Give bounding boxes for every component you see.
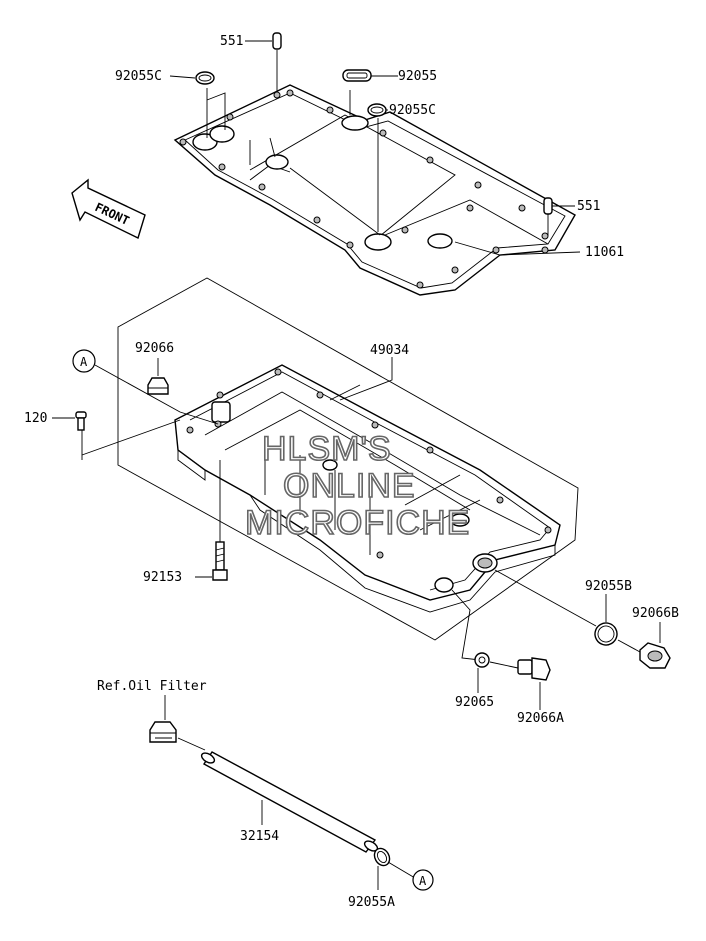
dowel-pin-551-top — [272, 32, 282, 50]
ref-marker-a-bottom: A — [412, 869, 434, 891]
group-outline — [117, 277, 579, 641]
label-92055C-left: 92055C — [115, 69, 162, 84]
label-92055: 92055 — [398, 69, 437, 84]
drain-plug-92066A — [517, 657, 551, 681]
screw-120 — [75, 411, 87, 431]
svg-text:A: A — [419, 874, 427, 888]
ref-marker-a-top: A — [72, 349, 96, 373]
front-arrow: FRONT — [71, 178, 146, 239]
washer-92065 — [474, 652, 490, 668]
label-32154: 32154 — [240, 829, 279, 844]
label-92065: 92065 — [455, 695, 494, 710]
label-120: 120 — [24, 411, 47, 426]
bolt-92153 — [212, 541, 228, 581]
pipe-32154 — [200, 751, 379, 853]
label-92066B: 92066B — [632, 606, 679, 621]
svg-text:A: A — [80, 355, 88, 369]
dowel-pin-551-right — [543, 197, 553, 215]
watermark: HLSM'S ONLINE MICROFICHE — [244, 429, 470, 543]
gasket-leaders — [206, 50, 581, 256]
o-ring-92055C-left — [195, 71, 215, 85]
label-92055B: 92055B — [585, 579, 632, 594]
label-49034: 49034 — [370, 343, 409, 358]
oil-pan-49034 — [174, 364, 561, 613]
plug-92066 — [147, 377, 169, 395]
label-92055C-right: 92055C — [389, 103, 436, 118]
watermark-line-1: HLSM'S — [262, 430, 392, 468]
watermark-line-2: ONLINE — [283, 467, 416, 505]
label-92055A: 92055A — [348, 895, 395, 910]
label-551-right: 551 — [577, 199, 600, 214]
plug-92066B — [639, 642, 671, 669]
label-ref-oil-filter: Ref.Oil Filter — [97, 679, 207, 694]
o-ring-92055B — [594, 622, 618, 646]
label-92066: 92066 — [135, 341, 174, 356]
ref-oil-filter-plug — [149, 721, 177, 743]
label-92153: 92153 — [143, 570, 182, 585]
gasket-11061 — [173, 84, 576, 296]
watermark-line-3: MICROFICHE — [245, 504, 470, 542]
label-92066A: 92066A — [517, 711, 564, 726]
label-11061: 11061 — [585, 245, 624, 260]
label-551-top: 551 — [220, 34, 243, 49]
